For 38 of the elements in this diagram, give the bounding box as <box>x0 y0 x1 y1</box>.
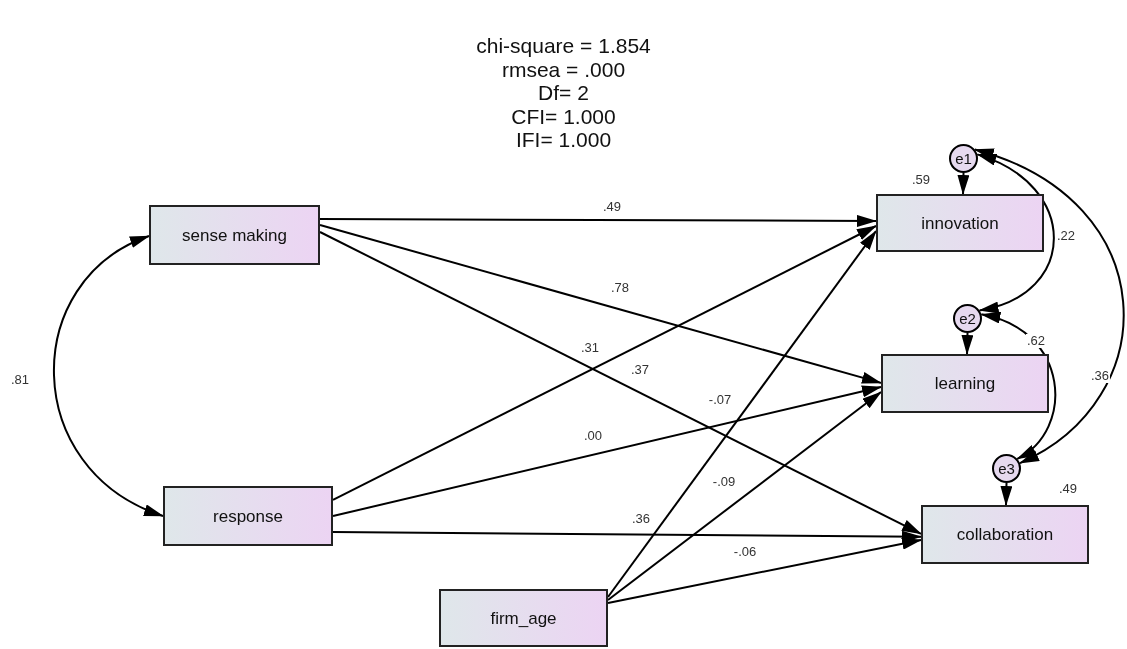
path-arrow <box>319 231 922 535</box>
edge-label: .22 <box>1055 229 1077 243</box>
path-arrow <box>957 172 970 195</box>
edge-label: .00 <box>582 429 604 443</box>
path-arrow <box>319 224 882 384</box>
fit-statistic: CFI= 1.000 <box>511 104 616 128</box>
covariance-arrow <box>976 153 1055 312</box>
path-arrow <box>607 537 922 604</box>
variable-box: learning <box>881 354 1049 413</box>
edge-label: .36 <box>630 512 652 526</box>
edge-label: .78 <box>609 281 631 295</box>
path-arrow <box>1000 482 1013 506</box>
edge-label: .62 <box>1025 334 1047 348</box>
fit-statistic: rmsea = .000 <box>501 57 626 81</box>
variable-box: sense making <box>149 205 320 265</box>
path-arrow <box>607 230 877 598</box>
covariance-arrow <box>973 148 1125 465</box>
path-arrow <box>961 332 974 355</box>
edge-label: .81 <box>9 373 31 387</box>
r-squared-label: .49 <box>1059 482 1078 496</box>
variable-box: firm_age <box>439 589 608 647</box>
path-arrow <box>332 385 882 517</box>
path-arrow <box>332 225 877 501</box>
r-squared-label: .59 <box>912 173 931 187</box>
edge-label: -.07 <box>707 393 733 407</box>
path-arrow <box>607 391 882 601</box>
path-arrow <box>319 214 877 227</box>
edge-label: -.06 <box>732 545 758 559</box>
fit-statistic: chi-square = 1.854 <box>476 34 651 58</box>
edge-label: .31 <box>579 341 601 355</box>
fit-statistic: IFI= 1.000 <box>515 128 612 152</box>
variable-box: response <box>163 486 333 546</box>
fit-statistic: Df= 2 <box>538 81 589 105</box>
edge-label: -.09 <box>711 475 737 489</box>
edge-label: .37 <box>629 363 651 377</box>
edge-label: .49 <box>601 200 623 214</box>
edge-label: .36 <box>1089 369 1111 383</box>
covariance-arrow <box>53 235 164 517</box>
